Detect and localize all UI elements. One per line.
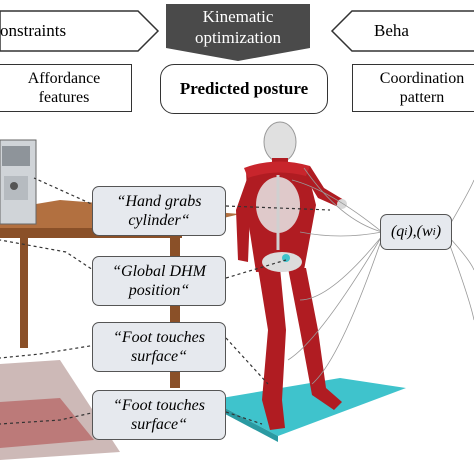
kinematic-optimization-banner: Kinematic optimization bbox=[166, 4, 310, 62]
constraints-arrow-shape bbox=[0, 10, 160, 52]
quote-2-line1: “Global DHM bbox=[112, 263, 206, 280]
var-q-sub: i bbox=[404, 226, 408, 238]
constraints-arrow: onstraints bbox=[0, 10, 160, 52]
quote-3-line1: “Foot touches bbox=[113, 329, 205, 346]
predicted-posture-box: Predicted posture bbox=[160, 64, 328, 114]
var-end: ) bbox=[435, 223, 442, 240]
coordination-pattern-box: Coordination pattern bbox=[352, 64, 474, 112]
quote-1-line2: cylinder“ bbox=[128, 212, 190, 229]
connector-lines bbox=[0, 177, 331, 425]
kinematic-line2: optimization bbox=[195, 28, 281, 47]
quote-2-line2: position“ bbox=[128, 282, 190, 299]
quote-4-line2: surface“ bbox=[131, 416, 187, 433]
var-w-sub: i bbox=[432, 226, 436, 238]
predicted-posture-label: Predicted posture bbox=[179, 79, 309, 98]
quote-3-line2: surface“ bbox=[131, 348, 187, 365]
behavior-arrow-label: Beha bbox=[374, 21, 409, 40]
var-mid: ),(w bbox=[407, 223, 433, 240]
quote-hand-grabs-cylinder: “Hand grabs cylinder“ bbox=[92, 186, 226, 236]
affordance-line2: features bbox=[38, 89, 90, 106]
human-model bbox=[236, 121, 347, 430]
kinematic-line1: Kinematic bbox=[202, 7, 274, 26]
constraints-arrow-label: onstraints bbox=[0, 21, 67, 40]
coordination-line2: pattern bbox=[399, 89, 445, 106]
kinematic-banner-shape bbox=[166, 4, 310, 61]
coordination-line1: Coordination bbox=[379, 70, 465, 87]
affordance-features-box: Affordance features bbox=[0, 64, 132, 112]
quote-4-line1: “Foot touches bbox=[113, 397, 205, 414]
quote-global-dhm-position: “Global DHM position“ bbox=[92, 256, 226, 306]
var-q: (q bbox=[390, 223, 405, 240]
floor-surface bbox=[0, 360, 120, 460]
quote-foot-touches-surface-1: “Foot touches surface“ bbox=[92, 322, 226, 372]
coffee-machine bbox=[0, 139, 37, 225]
quote-1-line1: “Hand grabs bbox=[116, 193, 202, 210]
quote-foot-touches-surface-2: “Foot touches surface“ bbox=[92, 390, 226, 440]
affordance-line1: Affordance bbox=[27, 70, 101, 87]
behavior-arrow: Beha bbox=[330, 10, 474, 52]
cyan-platform bbox=[210, 378, 406, 442]
behavior-arrow-shape bbox=[330, 10, 474, 52]
